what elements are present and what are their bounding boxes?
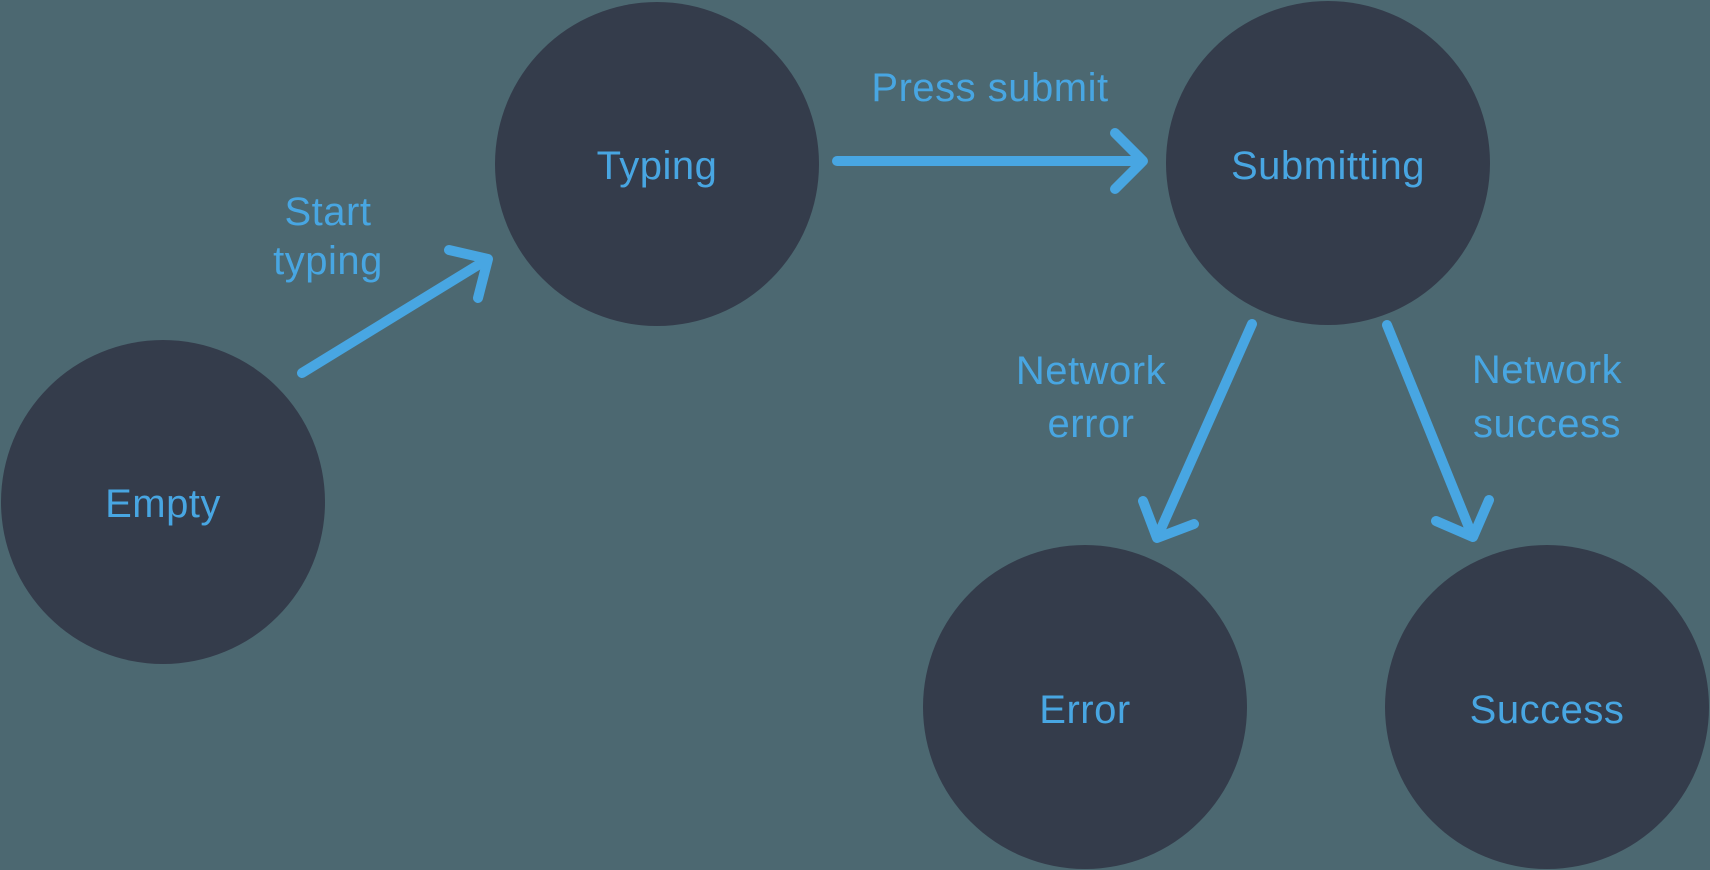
state-circle [1166,1,1490,325]
arrowhead-icon [444,245,493,303]
arrowhead-icon [1110,128,1148,194]
transition-typing-to-submitting: Press submit [832,66,1148,194]
transition-label-line: Network [1016,349,1167,393]
state-circle [1,340,325,664]
state-label: Error [1039,688,1130,732]
state-node-error: Error [923,545,1247,869]
state-label: Success [1470,688,1625,732]
transition-label-line: typing [273,239,383,283]
state-circle [495,2,819,326]
state-label: Empty [105,482,221,526]
state-label: Typing [597,144,718,188]
arrowhead-icon [1138,496,1199,543]
state-circle [923,545,1247,869]
state-node-typing: Typing [495,2,819,326]
arrowhead-icon [1431,495,1494,542]
transition-label-line: Start [285,190,372,234]
transition-arrow-line [1382,320,1475,535]
transition-submitting-to-error: Network error [1016,319,1257,543]
transition-label-line: Press submit [871,66,1108,110]
state-node-success: Success [1385,545,1709,869]
transition-label-line: Network [1472,348,1623,392]
state-node-submitting: Submitting [1166,1,1490,325]
state-label: Submitting [1231,144,1425,188]
state-node-empty: Empty [1,340,325,664]
transition-arrow-line [297,257,488,378]
state-circle [1385,545,1709,869]
transition-label-line: error [1048,402,1135,446]
transition-label-line: success [1473,402,1621,446]
transition-arrow-line [1155,319,1257,536]
transition-submitting-to-success: Network success [1382,320,1623,542]
transition-empty-to-typing: Start typing [273,190,493,378]
